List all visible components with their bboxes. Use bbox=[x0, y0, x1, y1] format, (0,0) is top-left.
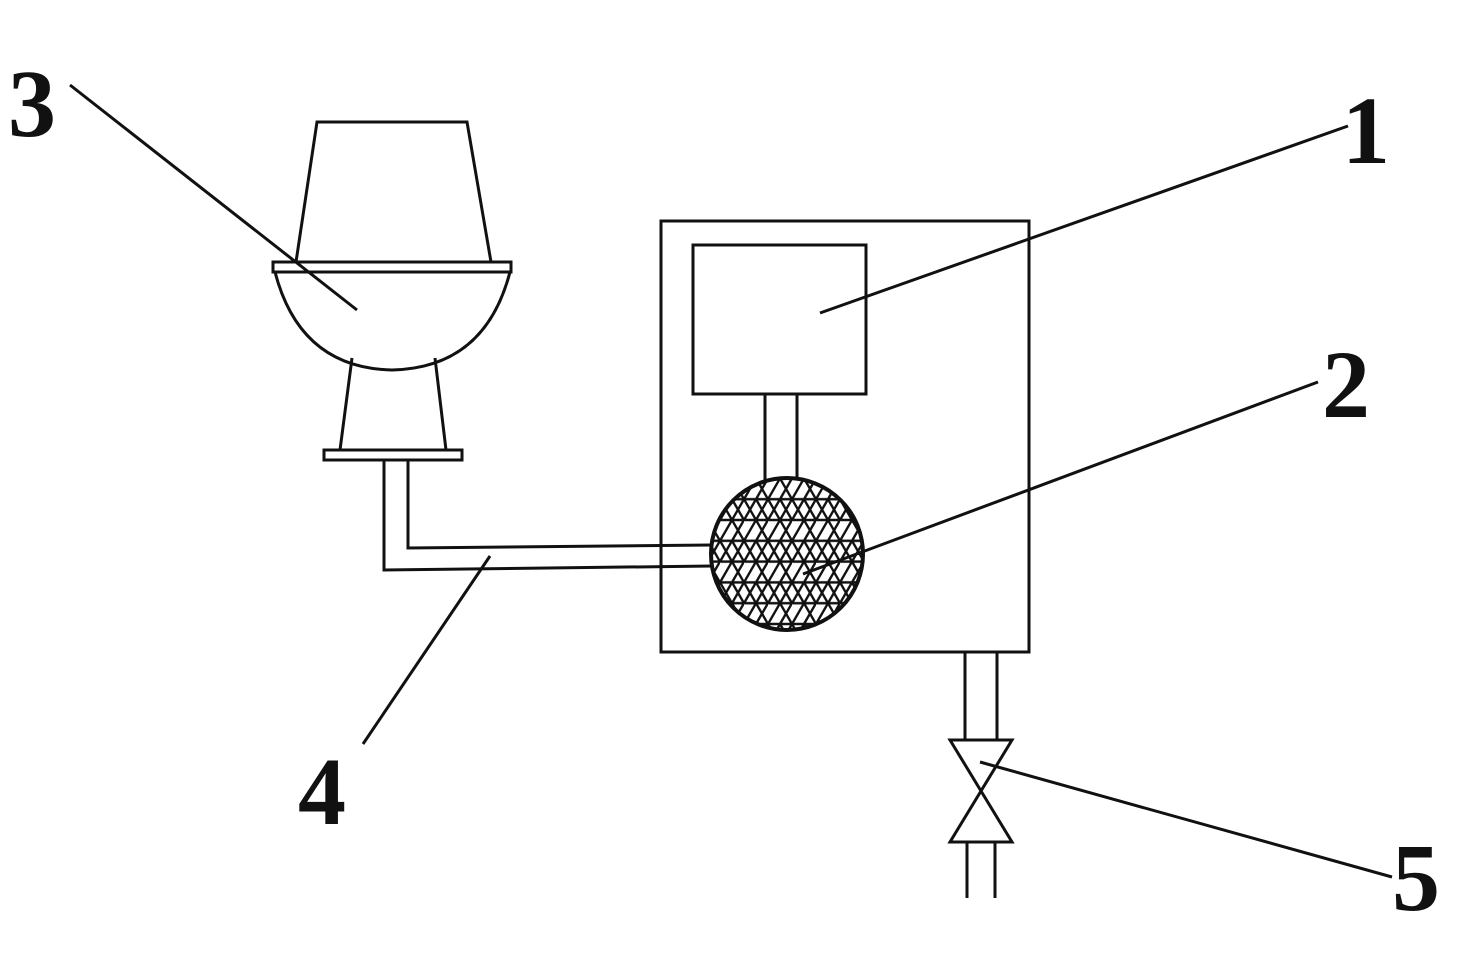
valve bbox=[947, 738, 1015, 844]
connecting-shaft bbox=[763, 394, 799, 482]
leader-line-5 bbox=[979, 760, 1393, 879]
housing-frame bbox=[659, 219, 1031, 654]
leader-lines bbox=[69, 83, 1393, 879]
leader-line-4 bbox=[361, 555, 492, 745]
label-1: 1 bbox=[1342, 77, 1390, 184]
label-4: 4 bbox=[298, 738, 346, 845]
drain-pipe-outer bbox=[382, 460, 713, 572]
drain-pipe bbox=[382, 460, 713, 572]
outlet-pipe-upper bbox=[963, 652, 999, 740]
toilet-tank bbox=[294, 120, 493, 264]
mesh-ball bbox=[709, 476, 865, 632]
toilet-bowl bbox=[273, 271, 512, 372]
toilet-pedestal bbox=[338, 357, 448, 452]
outlet bbox=[947, 652, 1015, 898]
drain-pipe-inner bbox=[406, 460, 713, 550]
toilet-base bbox=[322, 448, 464, 462]
toilet-seat-rim bbox=[271, 260, 513, 274]
toilet bbox=[271, 120, 513, 462]
leader-line-1 bbox=[819, 124, 1349, 315]
label-2: 2 bbox=[1322, 331, 1370, 438]
control-box bbox=[691, 243, 868, 396]
leader-line-3 bbox=[69, 83, 358, 312]
leader-line-2 bbox=[802, 380, 1319, 576]
outlet-pipe-lower bbox=[965, 842, 997, 898]
label-5: 5 bbox=[1392, 824, 1440, 931]
housing bbox=[659, 219, 1031, 654]
label-3: 3 bbox=[8, 50, 56, 157]
